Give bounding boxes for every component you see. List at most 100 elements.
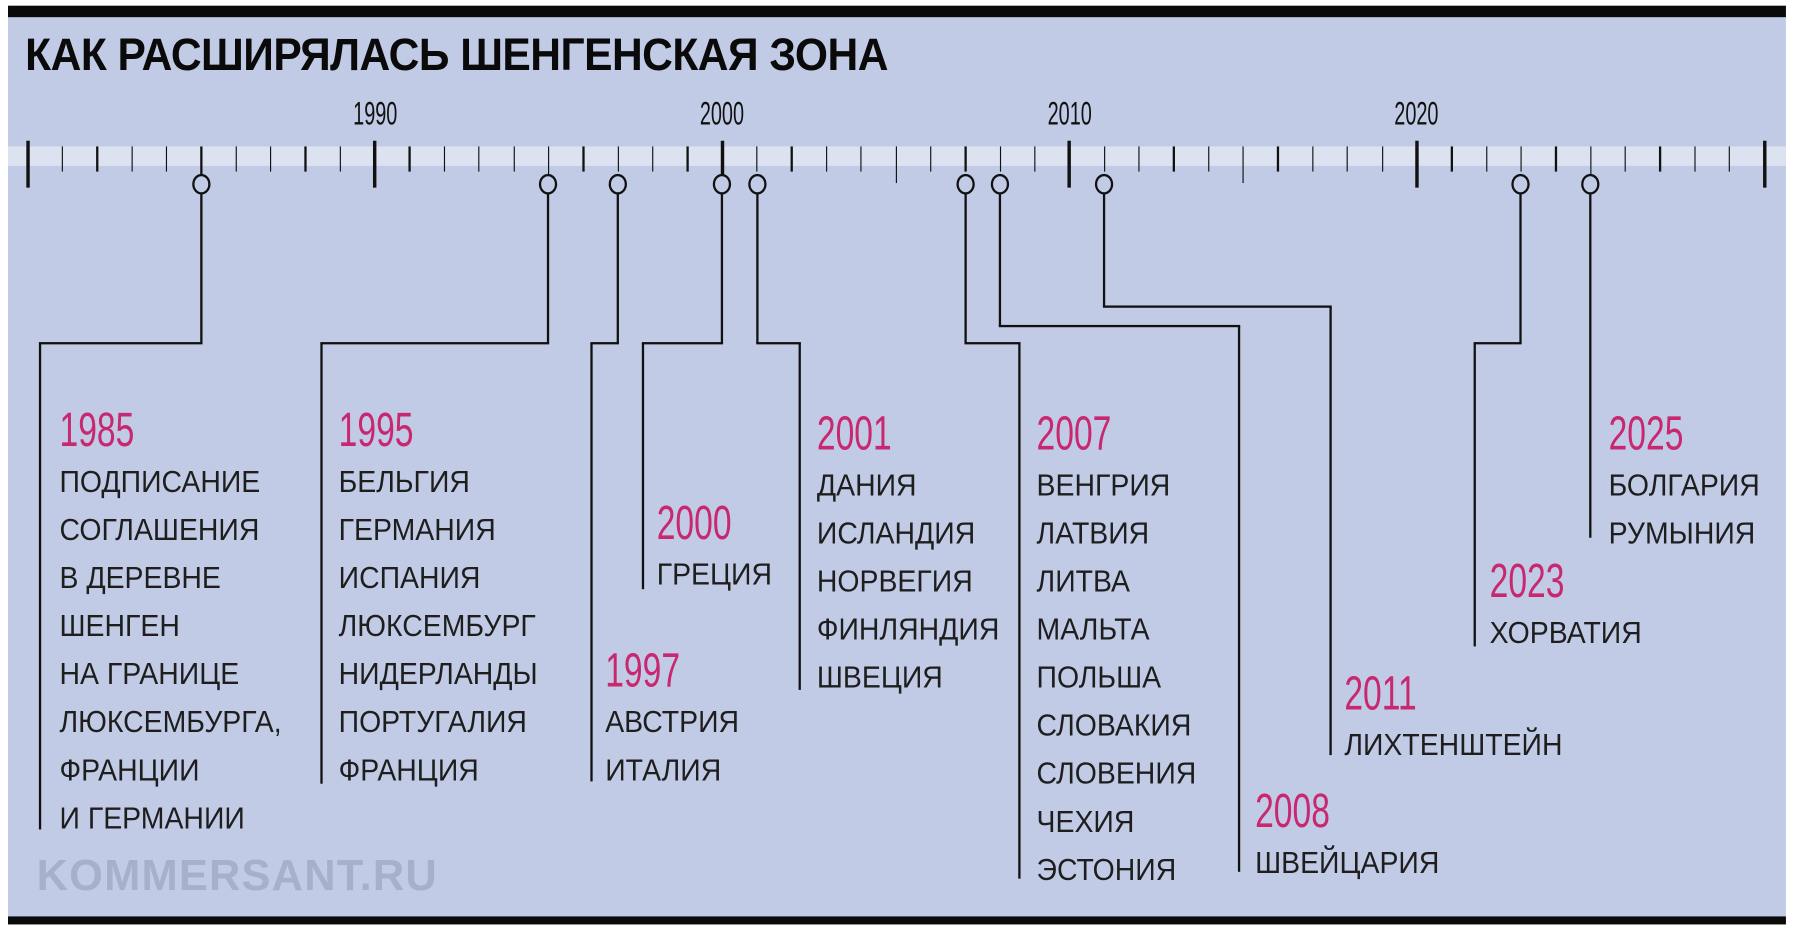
minor-tick [1485,146,1488,172]
event-item: СЛОВЕНИЯ [1036,756,1197,791]
event-item: СОГЛАШЕНИЯ [59,512,260,547]
event-item: СЛОВАКИЯ [1036,708,1192,743]
minor-tick [304,146,307,172]
event-marker-2007 [956,173,975,195]
event-item: ЛЮКСЕМБУРГА, [59,704,282,740]
minor-tick [61,146,64,172]
connector-line [590,343,593,782]
event-item: В ДЕРЕВНЕ [59,560,221,595]
event-item: ХОРВАТИЯ [1489,615,1642,650]
minor-tick [408,146,411,172]
minor-tick [1624,146,1627,172]
minor-tick [96,146,98,172]
minor-tick [1103,146,1106,172]
minor-tick [1520,146,1522,172]
event-item: НИДЕРЛАНДЫ [338,656,538,692]
axis-year-label: 2000 [700,96,745,132]
minor-tick [929,146,932,172]
connector-line [1473,342,1523,345]
minor-tick [1138,146,1140,172]
event-year: 2025 [1608,406,1684,460]
event-item: ФИНЛЯНДИЯ [816,612,1000,647]
minor-tick [686,146,689,172]
minor-tick [895,146,897,184]
connector-line [755,342,801,345]
connector-line [590,342,620,345]
event-item: НА ГРАНИЦЕ [59,656,240,692]
minor-tick [270,146,272,172]
minor-tick [1451,146,1453,172]
event-marker-2025 [1581,173,1600,195]
event-item: ШВЕЙЦАРИЯ [1255,845,1440,880]
event-item: ИСЛАНДИЯ [816,515,976,551]
page-title: КАК РАСШИРЯЛАСЬ ШЕНГЕНСКАЯ ЗОНА [25,29,888,81]
connector-line [1018,343,1021,879]
event-year: 2011 [1344,665,1417,720]
minor-tick [1381,146,1384,172]
axis-year-label: 2010 [1047,96,1092,132]
minor-tick [1589,146,1592,184]
event-year: 2008 [1255,783,1330,838]
minor-tick [1173,146,1175,172]
event-item: МАЛЬТА [1036,612,1150,647]
event-item: ПОЛЬША [1036,660,1162,695]
minor-tick [339,146,341,172]
major-tick [25,140,30,188]
minor-tick [964,146,967,172]
event-item: АВСТРИЯ [605,704,740,740]
event-item: ЛИТВА [1036,564,1130,599]
event-item: ИТАЛИЯ [605,752,722,788]
event-item: ЭСТОНИЯ [1036,852,1177,887]
minor-tick [860,146,862,172]
top-rule [8,5,1786,18]
minor-tick [1242,146,1245,184]
major-tick [1762,140,1766,188]
event-year: 1997 [605,642,681,697]
connector-line [38,343,42,830]
event-marker-2011 [1095,173,1114,195]
connector-line [199,192,203,344]
connector-line [616,192,620,344]
major-tick [373,140,377,188]
event-marker-2023 [1511,173,1531,195]
event-item: ФРАНЦИИ [59,752,200,788]
minor-tick [582,146,585,172]
connector-line [641,342,724,345]
event-year: 2007 [1036,406,1112,460]
event-year: 2000 [656,495,732,550]
event-marker-1997 [608,173,628,195]
connector-line [998,324,1241,328]
minor-tick [791,146,793,172]
connector-line [964,342,1021,345]
event-item: НОРВЕГИЯ [816,564,973,599]
major-tick [1067,140,1072,188]
event-item: ЛЮКСЕМБУРГ [338,608,536,643]
event-marker-2001 [747,173,767,195]
axis-year-label: 1990 [352,96,397,132]
minor-tick [443,146,446,172]
event-item: ПОДПИСАНИЕ [59,464,261,499]
minor-tick [1034,146,1036,172]
event-item: БОЛГАРИЯ [1608,467,1760,503]
event-marker-1995 [539,173,558,195]
event-item: ГЕРМАНИЯ [338,512,496,547]
minor-tick [652,146,654,172]
event-year: 1985 [59,402,135,457]
event-marker-1985 [191,173,211,195]
event-item: ЧЕХИЯ [1036,804,1135,839]
event-item: ГРЕЦИЯ [656,557,773,592]
bottom-rule [8,916,1786,925]
connector-line [1519,192,1523,344]
event-item: ФРАНЦИЯ [338,752,479,788]
minor-tick [165,146,168,172]
event-marker-2000 [712,173,732,195]
minor-tick [1346,146,1349,172]
connector-line [547,192,550,344]
minor-tick [617,146,619,172]
major-tick [720,140,724,188]
